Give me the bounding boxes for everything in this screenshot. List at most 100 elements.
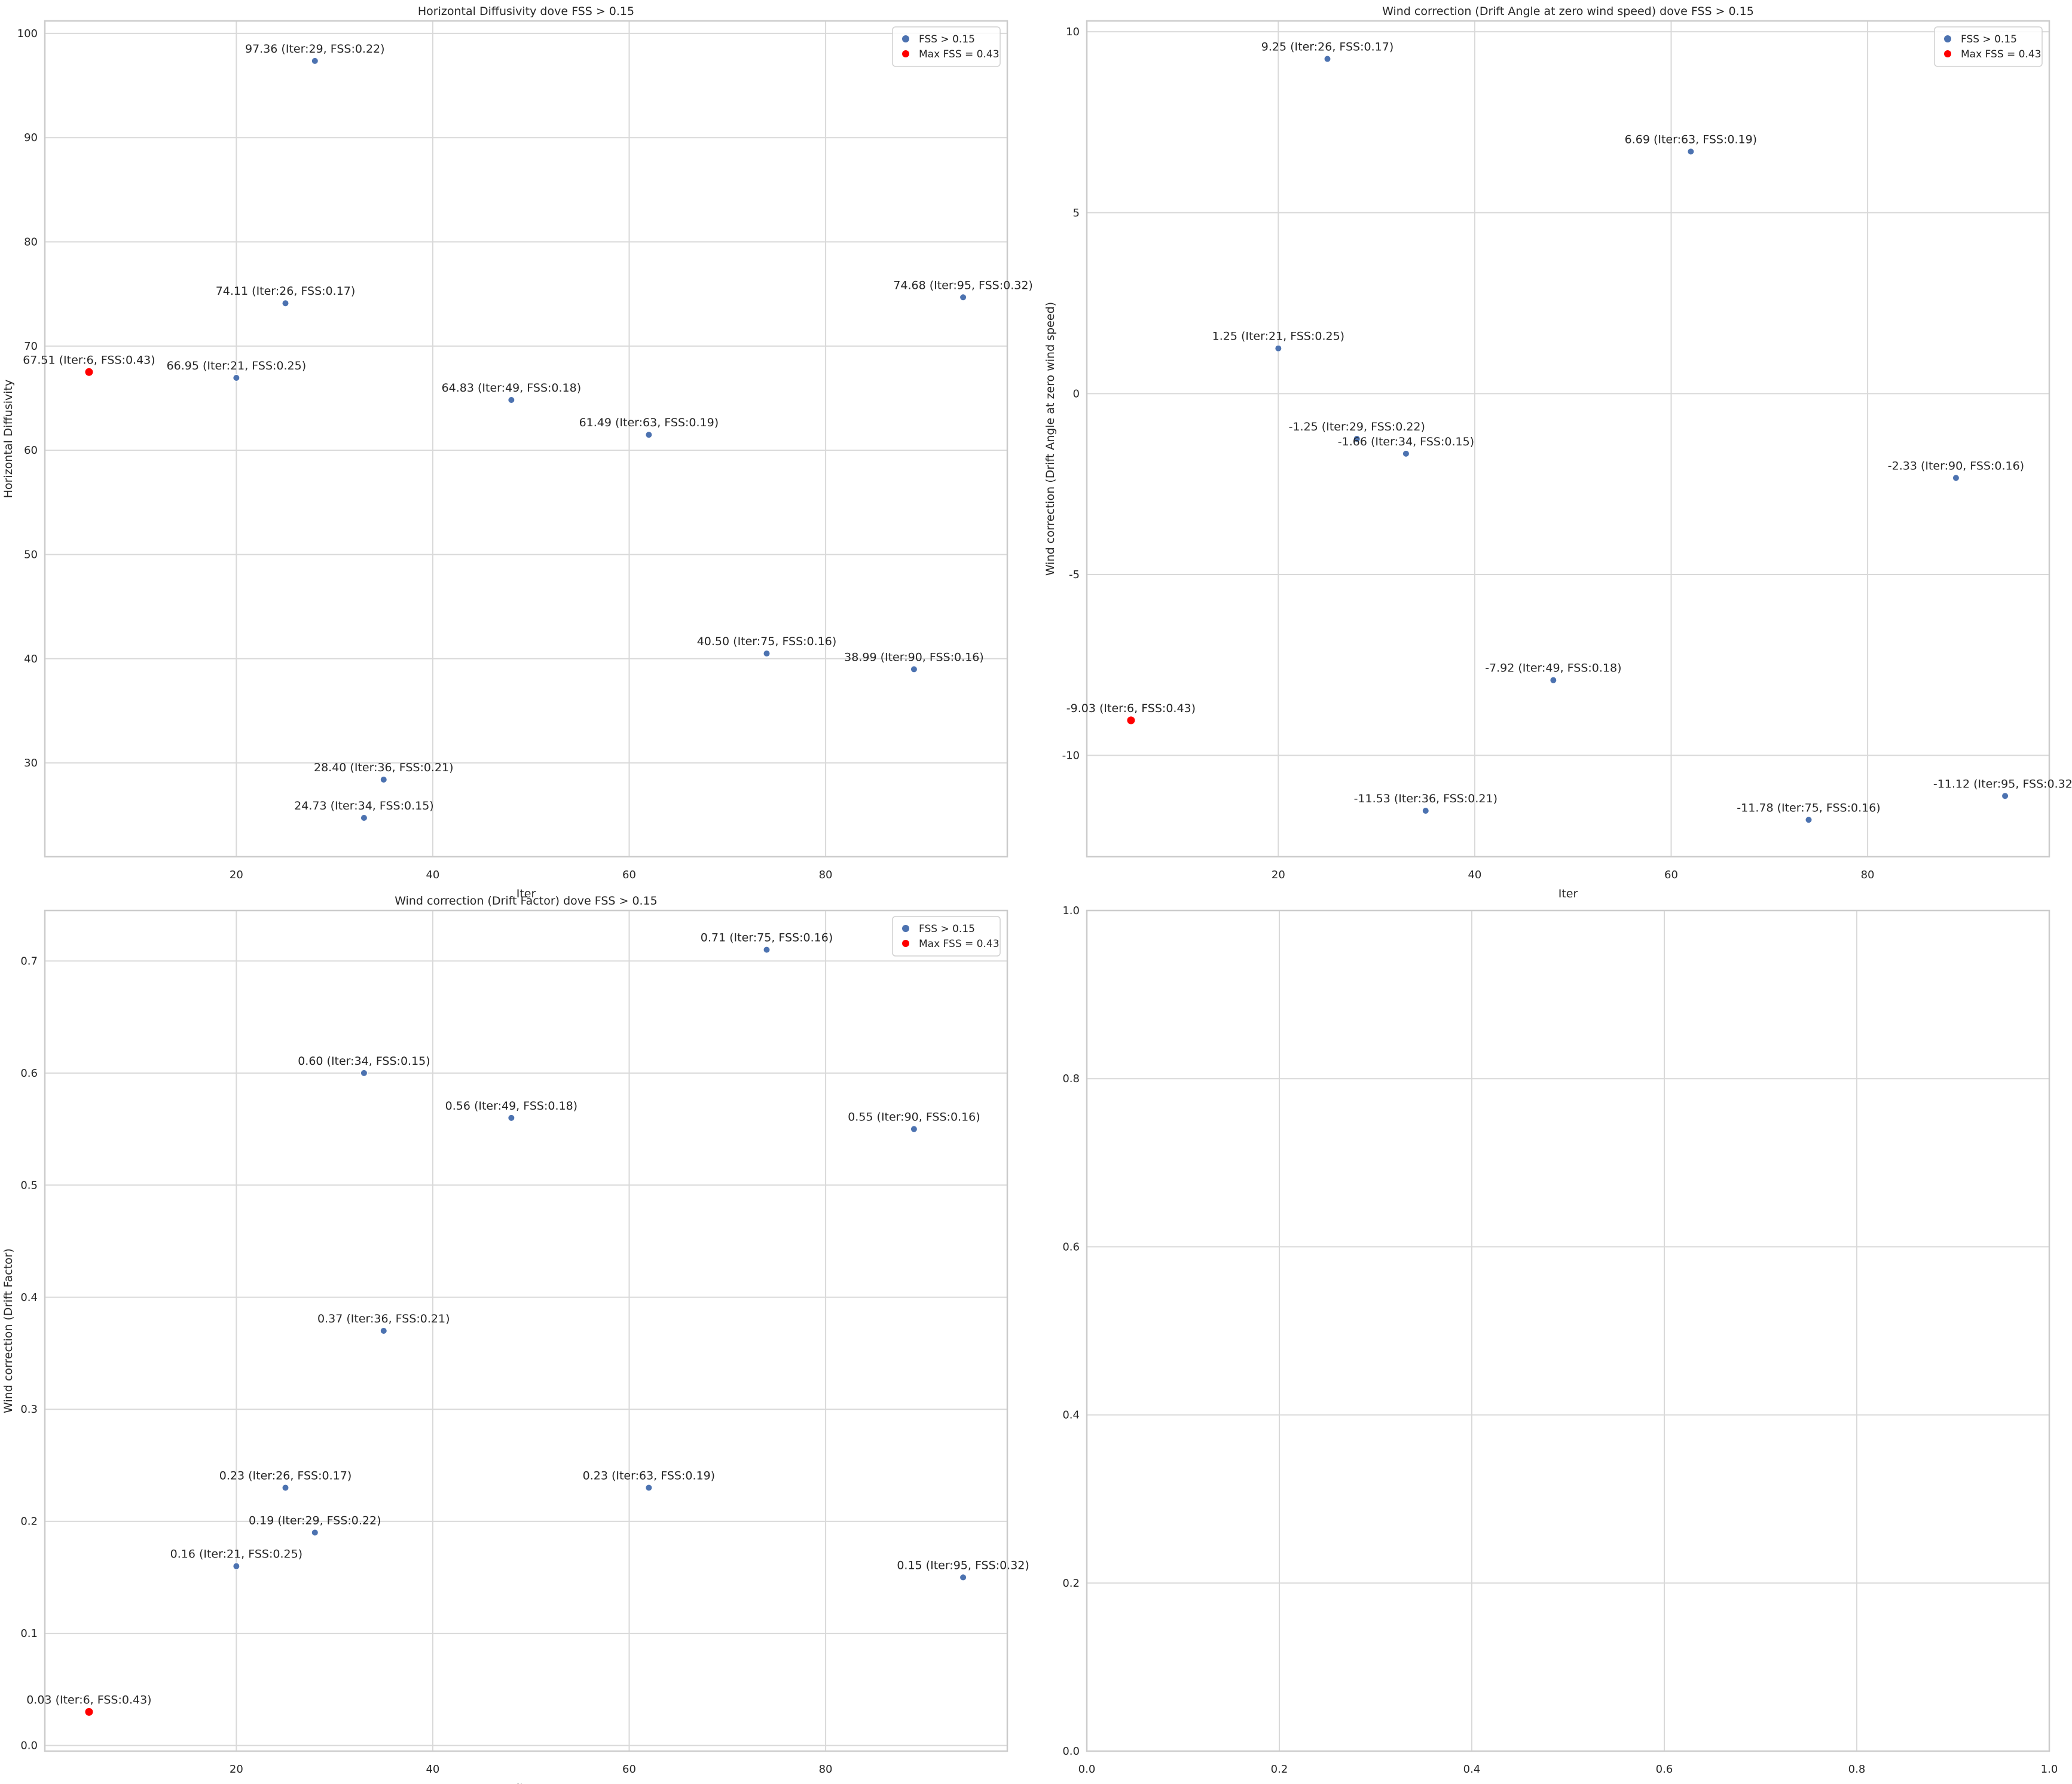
legend-marker <box>902 35 909 42</box>
x-axis-label: Iter <box>517 887 536 900</box>
y-tick-label: 1.0 <box>1062 905 1080 917</box>
x-tick-label: 0.6 <box>1656 1763 1673 1776</box>
x-tick-label: 60 <box>622 1763 636 1776</box>
data-point <box>1126 716 1136 725</box>
data-label: -2.33 (Iter:90, FSS:0.16) <box>1888 459 2024 472</box>
data-point <box>1687 148 1695 155</box>
data-point <box>360 1069 368 1077</box>
data-label: 9.25 (Iter:26, FSS:0.17) <box>1261 41 1393 54</box>
data-point <box>282 300 289 307</box>
data-label: 0.03 (Iter:6, FSS:0.43) <box>26 1693 151 1706</box>
y-tick-label: 0.8 <box>1062 1073 1080 1085</box>
y-axis-label: Wind correction (Drift Factor) <box>2 1248 15 1413</box>
axes-frame <box>44 20 1009 858</box>
x-tick-label: 80 <box>1861 869 1875 881</box>
data-point <box>1324 55 1331 63</box>
y-tick-label: 0.3 <box>20 1403 38 1416</box>
y-axis-label: Wind correction (Drift Angle at zero win… <box>1044 302 1057 576</box>
axes-background <box>1087 911 2049 1751</box>
x-axis-label: Iter <box>1558 887 1578 900</box>
x-tick-label: 0.4 <box>1463 1763 1481 1776</box>
data-label: -11.53 (Iter:36, FSS:0.21) <box>1354 792 1498 805</box>
data-point <box>1353 435 1361 442</box>
x-tick-label: 1.0 <box>2041 1763 2058 1776</box>
data-label: -11.78 (Iter:75, FSS:0.16) <box>1737 801 1880 814</box>
data-point <box>508 1114 515 1122</box>
data-label: 0.55 (Iter:90, FSS:0.16) <box>848 1111 980 1124</box>
y-tick-label: 0.0 <box>1062 1745 1080 1758</box>
y-tick-label: 40 <box>24 653 38 665</box>
axes-frame <box>1086 909 2050 1752</box>
legend-box <box>892 916 1001 957</box>
data-label: -9.03 (Iter:6, FSS:0.43) <box>1066 702 1196 715</box>
x-tick-label: 20 <box>230 1763 243 1776</box>
data-label: 0.60 (Iter:34, FSS:0.15) <box>298 1055 430 1068</box>
x-tick-label: 60 <box>1664 869 1678 881</box>
legend-label: FSS > 0.15 <box>919 33 975 45</box>
chart-title: Wind correction (Drift Factor) dove FSS … <box>395 894 658 908</box>
data-point <box>1952 474 1960 482</box>
y-tick-label: 0.4 <box>1062 1409 1080 1422</box>
y-tick-label: 30 <box>24 757 38 769</box>
data-label: 24.73 (Iter:34, FSS:0.15) <box>294 799 434 812</box>
data-label: 0.71 (Iter:75, FSS:0.16) <box>701 931 833 945</box>
legend-marker <box>1944 35 1951 42</box>
y-tick-label: -10 <box>1062 750 1080 762</box>
data-label: 61.49 (Iter:63, FSS:0.19) <box>579 416 719 429</box>
data-point <box>508 396 515 404</box>
data-label: 74.68 (Iter:95, FSS:0.32) <box>893 279 1033 292</box>
y-tick-label: 0.0 <box>20 1740 38 1752</box>
legend-marker <box>1944 50 1951 57</box>
y-tick-label: 0.2 <box>20 1516 38 1528</box>
data-point <box>311 1529 319 1536</box>
data-label: 38.99 (Iter:90, FSS:0.16) <box>844 650 984 664</box>
data-label: 64.83 (Iter:49, FSS:0.18) <box>442 381 582 395</box>
y-tick-label: 0.6 <box>1062 1241 1080 1253</box>
data-point <box>959 294 967 301</box>
data-label: 67.51 (Iter:6, FSS:0.43) <box>23 353 155 366</box>
data-label: 0.16 (Iter:21, FSS:0.25) <box>170 1548 302 1561</box>
axes-background <box>45 911 1007 1751</box>
x-tick-label: 40 <box>426 869 439 881</box>
data-point <box>1805 816 1813 824</box>
data-label: 0.37 (Iter:36, FSS:0.21) <box>317 1312 450 1325</box>
y-tick-label: 0.5 <box>20 1179 38 1192</box>
series-1: 66.95 (Iter:21, FSS:0.25)74.11 (Iter:26,… <box>167 42 1033 821</box>
data-point <box>763 946 771 954</box>
data-point <box>763 650 771 658</box>
data-point <box>1275 344 1282 352</box>
data-point <box>959 1574 967 1581</box>
data-point <box>233 374 240 382</box>
legend-marker <box>902 940 909 947</box>
y-tick-label: 70 <box>24 340 38 353</box>
axes-frame <box>1086 20 2050 858</box>
x-axis-label: Iter <box>517 1782 536 1784</box>
data-point <box>910 1125 918 1133</box>
data-label: 40.50 (Iter:75, FSS:0.16) <box>697 635 837 648</box>
data-point <box>645 431 653 439</box>
data-label: 97.36 (Iter:29, FSS:0.22) <box>245 42 385 56</box>
data-label: 28.40 (Iter:36, FSS:0.21) <box>314 761 454 774</box>
data-point <box>233 1562 240 1570</box>
data-point <box>360 814 368 821</box>
data-label: 1.25 (Iter:21, FSS:0.25) <box>1212 330 1344 343</box>
x-tick-label: 0.0 <box>1078 1763 1096 1776</box>
data-point <box>1402 450 1410 457</box>
legend-marker <box>902 925 909 932</box>
x-tick-label: 0.2 <box>1271 1763 1288 1776</box>
x-tick-label: 0.8 <box>1848 1763 1866 1776</box>
data-label: 0.56 (Iter:49, FSS:0.18) <box>445 1099 577 1113</box>
legend-label: Max FSS = 0.43 <box>1961 48 2042 60</box>
data-point <box>84 1707 94 1716</box>
data-label: 0.19 (Iter:29, FSS:0.22) <box>249 1514 381 1527</box>
x-tick-label: 60 <box>622 869 636 881</box>
y-tick-label: 0.4 <box>20 1291 38 1304</box>
y-tick-label: 60 <box>24 444 38 457</box>
data-label: 0.23 (Iter:63, FSS:0.19) <box>583 1469 715 1482</box>
x-tick-label: 80 <box>819 1763 833 1776</box>
y-tick-label: -5 <box>1069 569 1080 581</box>
data-label: -1.25 (Iter:29, FSS:0.22) <box>1289 420 1425 433</box>
